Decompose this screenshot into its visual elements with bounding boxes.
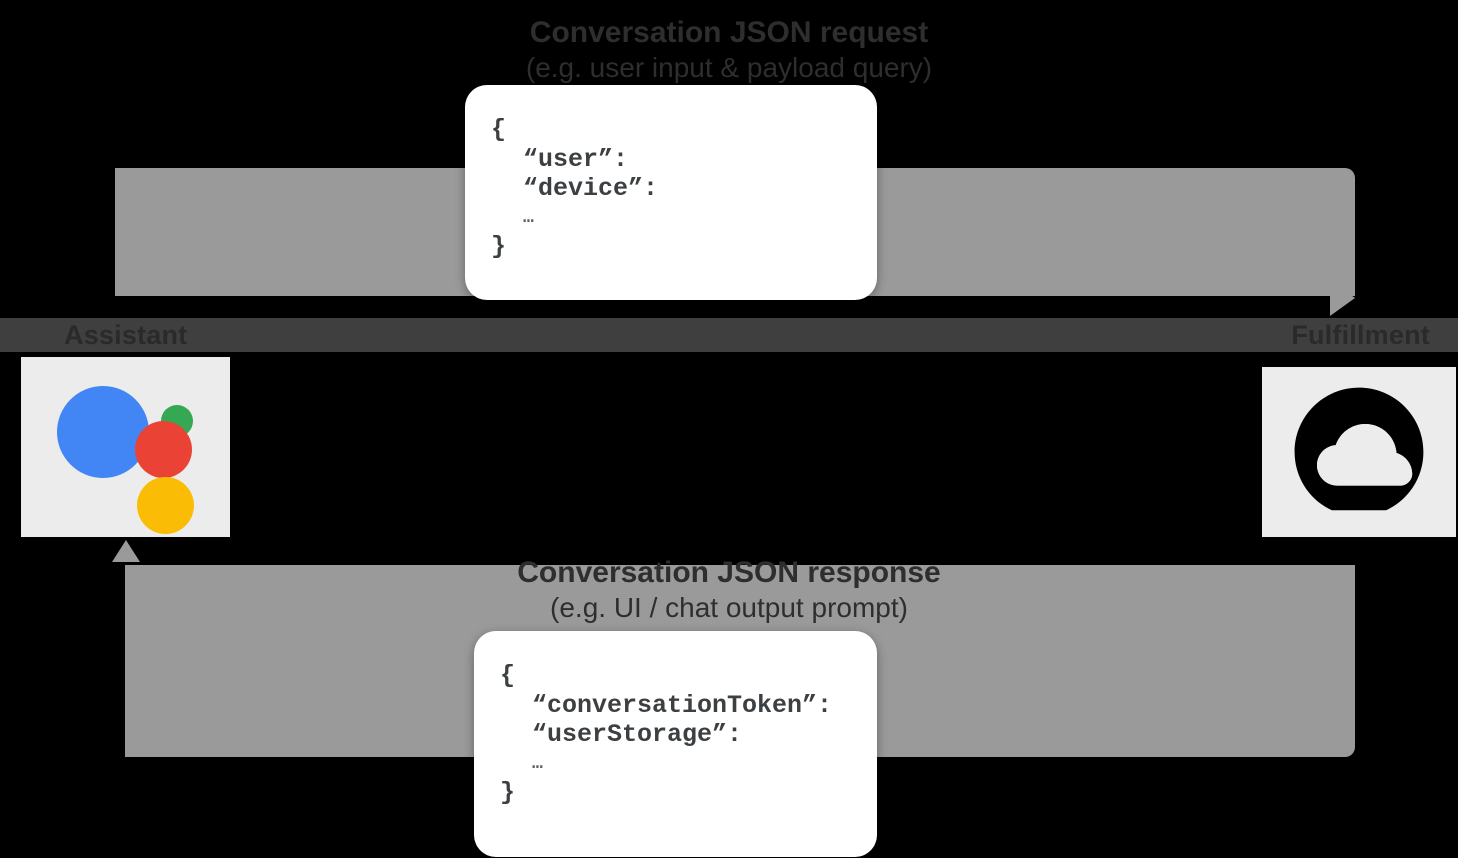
lane-divider-band [0, 318, 1458, 352]
json-key-user-storage: “userStorage”: [532, 720, 743, 749]
json-key-device: “device”: [523, 174, 659, 203]
request-caption-line1: Conversation JSON request [529, 16, 929, 49]
google-assistant-icon [41, 372, 211, 534]
request-flow-arrowhead [1330, 280, 1355, 316]
json-key-conversation-token: “conversationToken”: [532, 690, 833, 720]
response-caption-line1: Conversation JSON response [517, 556, 941, 589]
json-close-brace: } [500, 778, 516, 808]
json-close-brace: } [491, 232, 507, 262]
cloud-functions-icon [1294, 387, 1424, 511]
lane-label-fulfillment: Fulfillment [1291, 320, 1430, 350]
lane-label-assistant: Assistant [64, 320, 188, 350]
request-caption: Conversation JSON request (e.g. user inp… [0, 16, 1458, 84]
response-flow-arrowhead [112, 540, 140, 562]
yellow-dot [136, 477, 194, 534]
blue-dot [56, 386, 149, 478]
node-fulfillment[interactable] [1262, 367, 1456, 537]
request-json-card: { “user”: “device”: … } [465, 85, 877, 300]
request-caption-line2: (e.g. user input & payload query) [525, 51, 933, 83]
node-assistant[interactable] [21, 357, 230, 537]
json-ellipsis: … [532, 753, 543, 774]
red-dot [134, 421, 192, 478]
json-open-brace: { [500, 661, 516, 690]
response-caption-line2: (e.g. UI / chat output prompt) [550, 591, 908, 623]
json-open-brace: { [491, 115, 507, 144]
response-json-card: { “conversationToken”: “userStorage”: … … [474, 631, 877, 857]
json-ellipsis: … [523, 207, 534, 228]
response-caption: Conversation JSON response (e.g. UI / ch… [0, 556, 1458, 624]
json-key-user: “user”: [523, 144, 629, 174]
